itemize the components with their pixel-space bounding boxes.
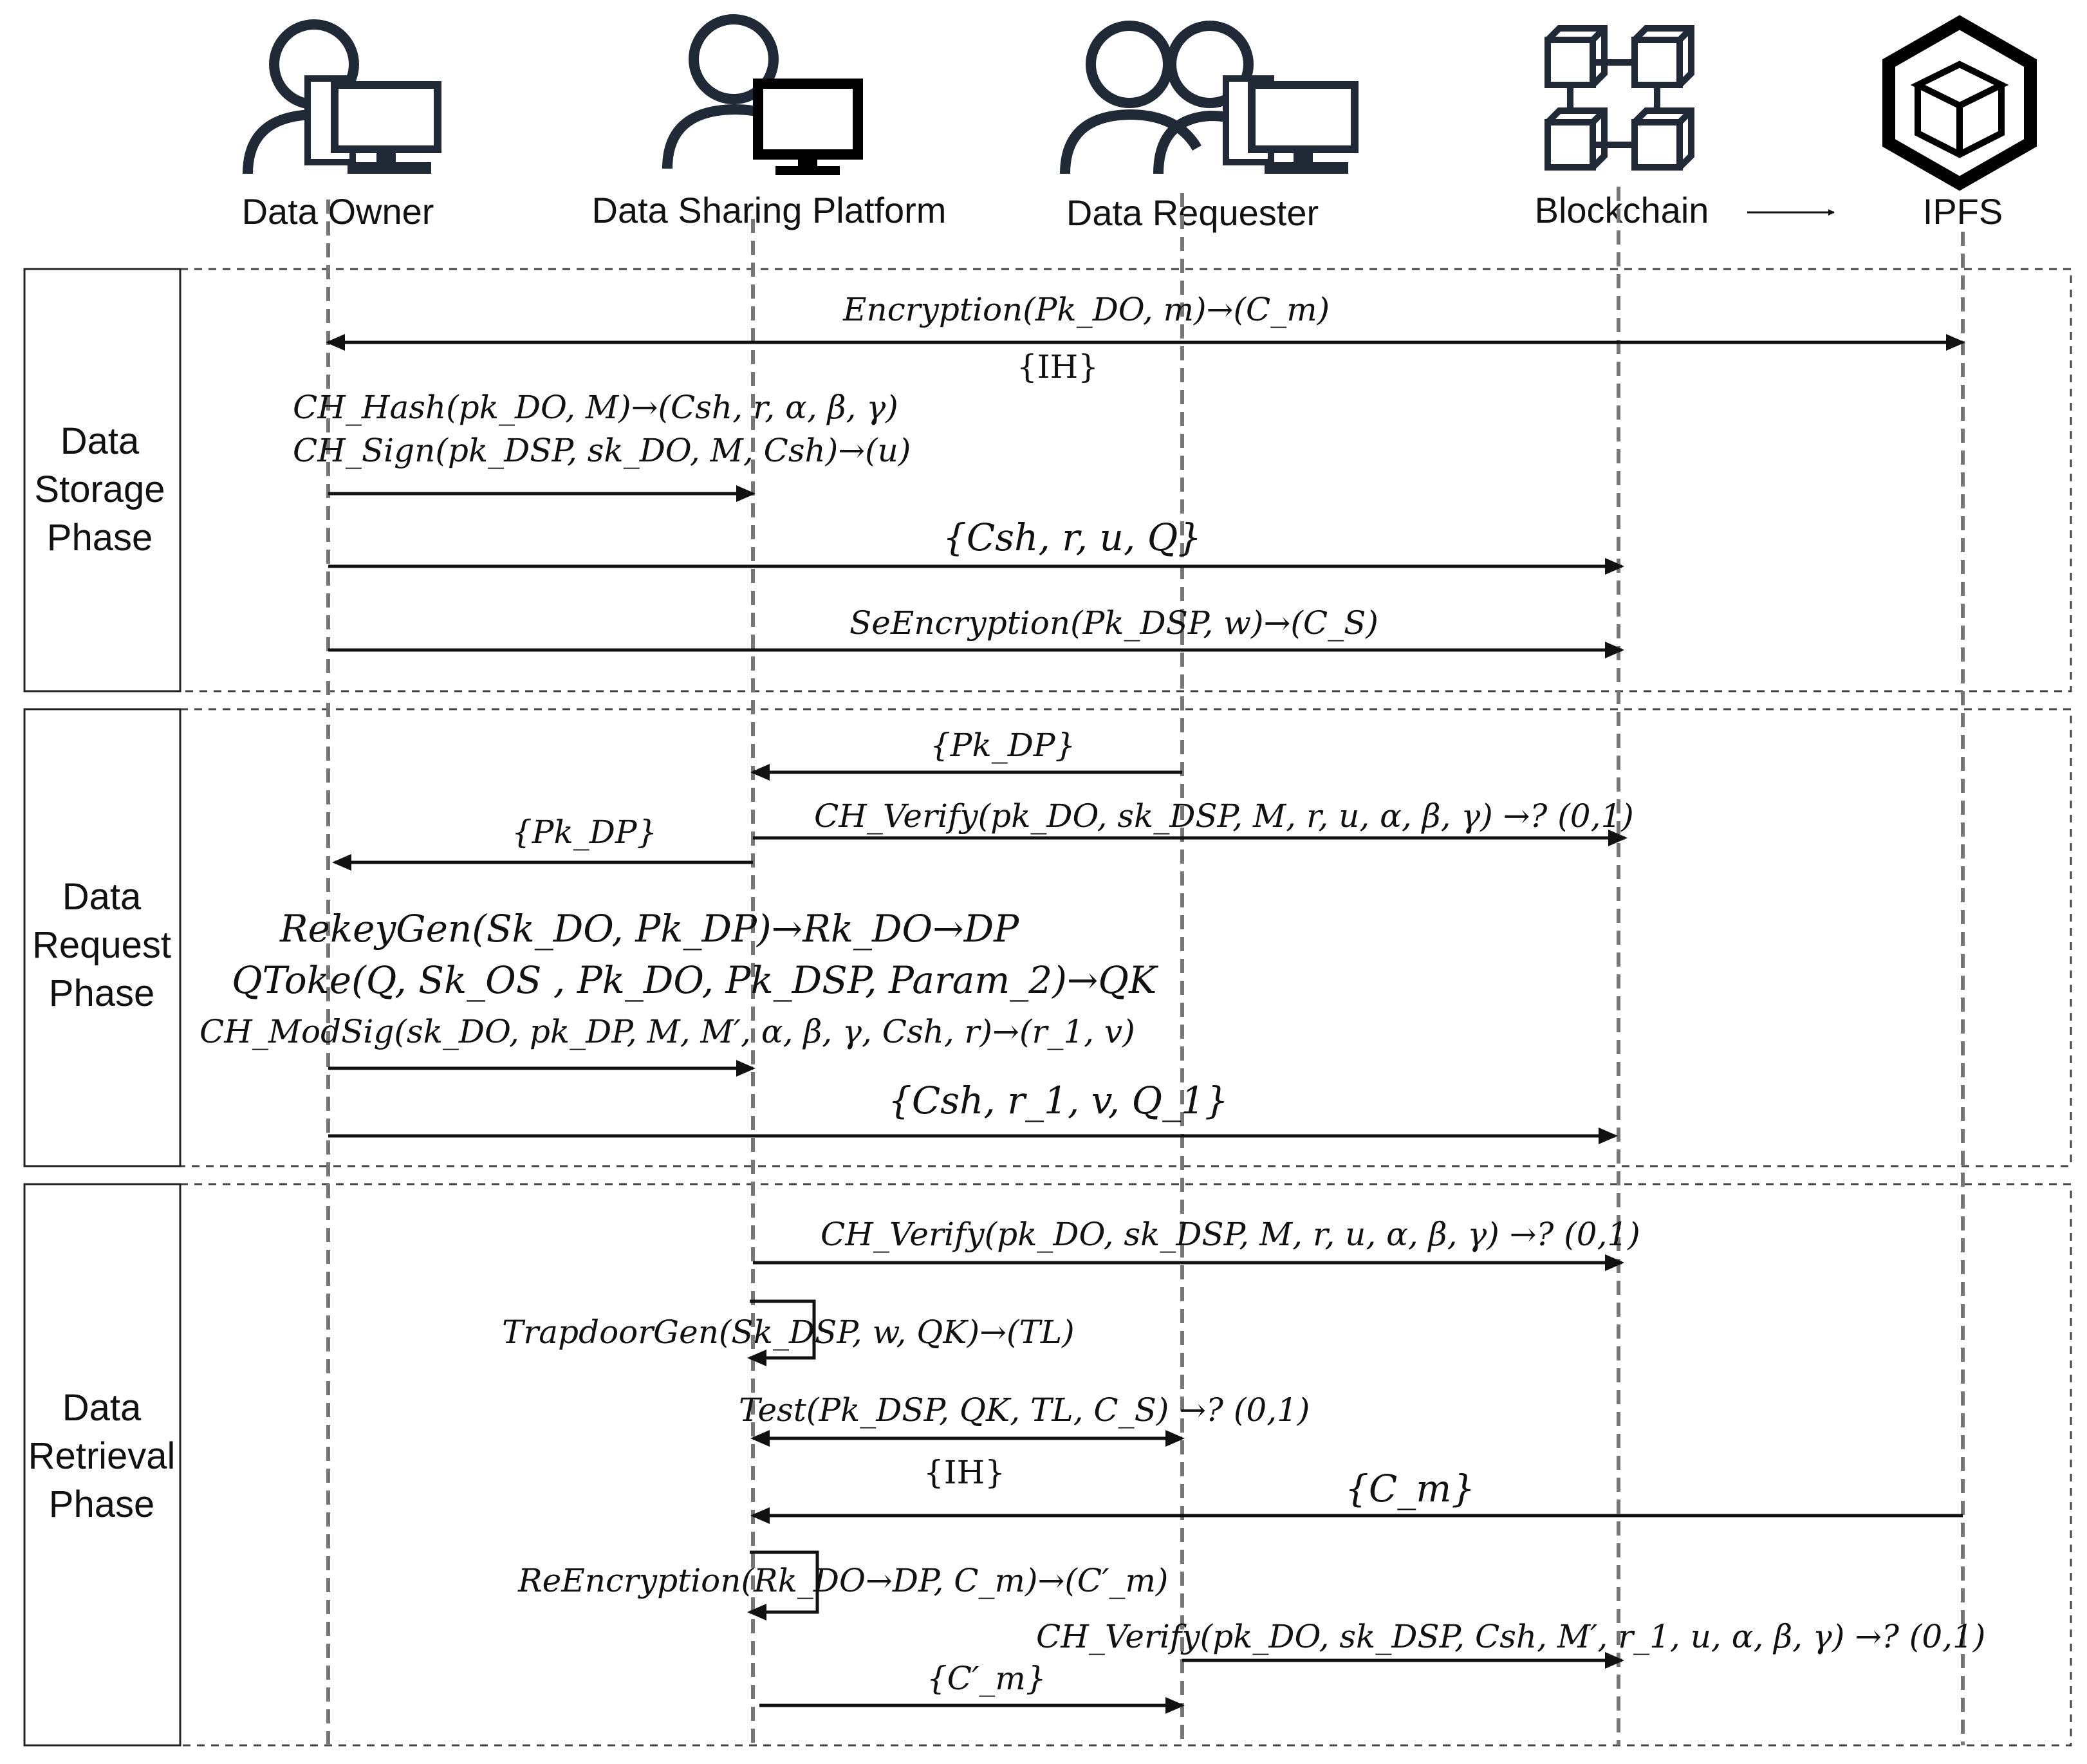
blockchain-icon [1544,25,1694,171]
phase-request-box [23,708,2072,1167]
svg-text:Data: Data [60,420,140,462]
msg-ih-retrieval: {IH} [923,1454,1005,1491]
msg-rekeygen: RekeyGen(Sk_DO, Pk_DP)→Rk_DO→DP [279,907,1019,951]
msg-csh1-tuple: {Csh, r_1, v, Q_1} [888,1079,1229,1122]
actor-data-requester: Data Requester [1066,192,1319,233]
user-computer-icon [243,19,441,174]
ipfs-cube-icon [1882,15,2037,191]
actor-data-owner: Data Owner [242,191,434,232]
phase-storage-box [23,268,2072,692]
phase-request-label: Data Request Phase [32,876,171,1014]
msg-reencryption: ReEncryption(Rk_DO→DP, C_m)→(C′_m) [517,1562,1168,1599]
phase-retrieval-box [23,1183,2072,1747]
msg-qtoke: QToke(Q, Sk_OS , Pk_DO, Pk_DSP, Param_2)… [232,958,1159,1002]
svg-text:Phase: Phase [49,972,154,1014]
msg-csh-tuple: {Csh, r, u, Q} [943,515,1201,559]
msg-pk-dp-to-do: {Pk_DP} [512,813,657,851]
two-users-computer-icon [1060,21,1359,174]
svg-text:Data: Data [62,1387,142,1429]
svg-text:Phase: Phase [49,1483,154,1525]
actor-data-sharing-platform: Data Sharing Platform [592,190,947,230]
msg-se-encryption: SeEncryption(Pk_DSP, w)→(C_S) [849,604,1378,642]
svg-text:Storage: Storage [34,469,165,510]
msg-ch-hash: CH_Hash(pk_DO, M)→(Csh, r, α, β, γ) [293,389,898,426]
actor-blockchain: Blockchain [1535,190,1709,230]
msg-ch-sign: CH_Sign(pk_DSP, sk_DO, M, Csh)→(u) [293,432,911,469]
phase-retrieval-label: Data Retrieval Phase [28,1387,176,1525]
user-monitor-icon [662,14,863,175]
msg-encryption: Encryption(Pk_DO, m)→(C_m) [842,291,1330,328]
msg-ch-verify-retrieval: CH_Verify(pk_DO, sk_DSP, M, r, u, α, β, … [821,1216,1640,1253]
msg-ch-verify-request: CH_Verify(pk_DO, sk_DSP, M, r, u, α, β, … [814,797,1634,835]
svg-text:Phase: Phase [47,517,153,559]
actor-ipfs: IPFS [1923,191,2003,232]
self-loop-trapdoor [747,1299,816,1366]
msg-cm-prime: {C′_m} [927,1660,1046,1697]
msg-ch-verify-final: CH_Verify(pk_DO, sk_DSP, Csh, M′, r_1, u… [1036,1618,1985,1655]
svg-text:Request: Request [32,924,171,966]
self-loop-reencryption [747,1550,819,1620]
svg-text:Data: Data [62,876,142,918]
msg-ih-storage: {IH} [1017,348,1099,385]
msg-pk-dp-to-dsp: {Pk_DP} [930,727,1075,764]
msg-trapdoor: TrapdoorGen(Sk_DSP, w, QK)→(TL) [502,1314,1075,1351]
phase-storage-label: Data Storage Phase [34,420,165,559]
msg-test: Test(Pk_DSP, QK, TL, C_S) →? (0,1) [739,1391,1310,1429]
msg-cm: {C_m} [1345,1467,1475,1510]
svg-text:Retrieval: Retrieval [28,1435,176,1477]
msg-ch-modsig: CH_ModSig(sk_DO, pk_DP, M, M′, α, β, γ, … [199,1013,1135,1050]
